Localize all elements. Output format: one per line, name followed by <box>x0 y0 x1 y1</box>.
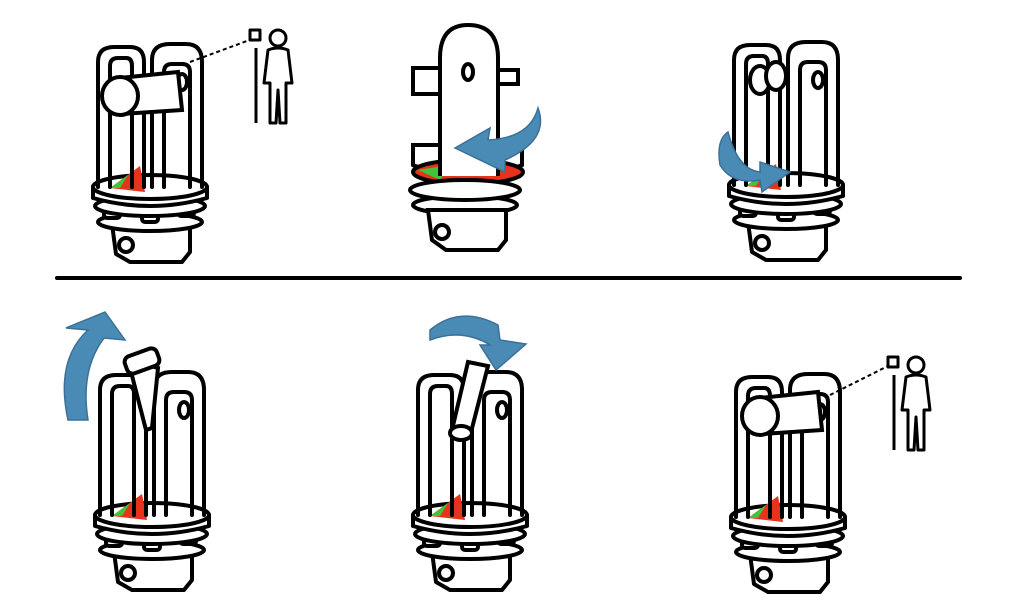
panel-face-left-sighting <box>91 28 294 264</box>
telescope-downward <box>448 359 491 442</box>
telescope-horizontal <box>740 389 825 437</box>
person-with-staff-icon <box>248 28 294 125</box>
telescope-horizontal <box>100 69 185 117</box>
telescope-tilted <box>122 346 162 433</box>
transit-arrow <box>63 311 127 421</box>
plunge-arrow <box>429 315 528 372</box>
panel-face-right-rotated <box>718 40 845 262</box>
panel-rotate-horizontal <box>408 22 542 252</box>
rotation-arrow <box>453 105 542 174</box>
telescope-end-view <box>748 60 788 96</box>
rotation-arrow <box>718 130 792 194</box>
panel-transit-telescope <box>63 311 211 592</box>
panel-face-right-sighting <box>729 355 932 594</box>
panel-telescope-plunge <box>411 315 529 592</box>
sight-line <box>189 37 256 63</box>
person-with-staff-icon <box>886 355 932 452</box>
